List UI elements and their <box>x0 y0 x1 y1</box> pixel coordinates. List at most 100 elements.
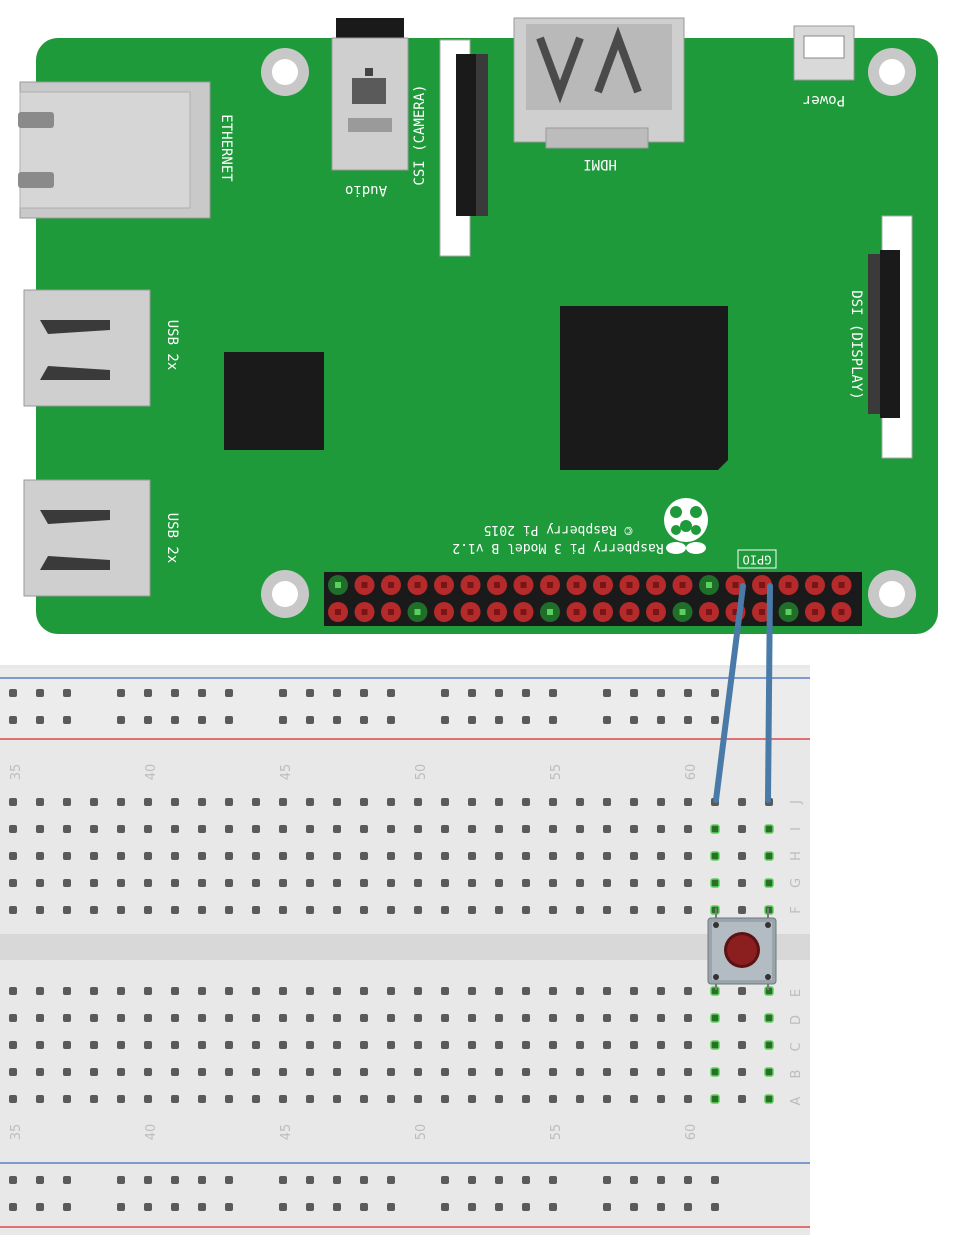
col-num: 40 <box>144 764 159 781</box>
breadboard-hole <box>684 798 692 806</box>
breadboard-hole <box>63 716 71 724</box>
breadboard-hole <box>252 1014 260 1022</box>
push-button[interactable] <box>707 908 777 990</box>
breadboard-hole <box>657 798 665 806</box>
dsi-connector: DSI (DISPLAY) <box>848 215 913 459</box>
breadboard-hole <box>36 987 44 995</box>
breadboard-hole <box>279 1176 287 1184</box>
breadboard-hole <box>198 987 206 995</box>
breadboard-hole <box>360 825 368 833</box>
breadboard-hole <box>198 1014 206 1022</box>
breadboard-hole <box>198 825 206 833</box>
breadboard-hole <box>495 716 503 724</box>
breadboard-hole <box>684 1176 692 1184</box>
breadboard-hole <box>630 1041 638 1049</box>
breadboard-hole <box>603 825 611 833</box>
breadboard-hole <box>144 1041 152 1049</box>
breadboard-hole <box>710 1094 720 1104</box>
breadboard-hole <box>387 987 395 995</box>
breadboard-hole <box>171 825 179 833</box>
col-num: 40 <box>144 1124 159 1141</box>
breadboard-hole <box>225 1095 233 1103</box>
breadboard-hole <box>549 1203 557 1211</box>
breadboard-hole <box>9 1203 17 1211</box>
column-numbers-top: 35 40 45 50 55 60 <box>9 764 699 781</box>
breadboard-hole <box>549 1176 557 1184</box>
breadboard-hole <box>9 879 17 887</box>
col-num: 35 <box>9 1124 24 1141</box>
breadboard-hole <box>522 1176 530 1184</box>
button-cap[interactable] <box>727 935 757 965</box>
wire-gpio <box>713 583 746 803</box>
breadboard-hole <box>225 1014 233 1022</box>
breadboard-hole <box>36 798 44 806</box>
breadboard-hole <box>360 1095 368 1103</box>
breadboard-hole <box>279 987 287 995</box>
breadboard-hole <box>144 1014 152 1022</box>
col-num: 35 <box>9 764 24 781</box>
breadboard-hole <box>90 906 98 914</box>
breadboard-hole <box>63 1068 71 1076</box>
breadboard-hole <box>576 1095 584 1103</box>
breadboard-hole <box>360 689 368 697</box>
breadboard-hole <box>603 798 611 806</box>
breadboard-hole <box>468 1203 476 1211</box>
breadboard-hole <box>468 1014 476 1022</box>
hdmi-label: HDMI <box>583 156 617 172</box>
breadboard-hole <box>710 851 720 861</box>
breadboard-hole <box>657 879 665 887</box>
breadboard-hole <box>468 716 476 724</box>
breadboard-hole <box>576 825 584 833</box>
breadboard-hole <box>63 987 71 995</box>
usb-label: USB 2x <box>164 320 180 371</box>
breadboard-hole <box>657 825 665 833</box>
breadboard-hole <box>495 879 503 887</box>
breadboard-hole <box>522 798 530 806</box>
breadboard-hole <box>441 879 449 887</box>
breadboard-hole <box>252 852 260 860</box>
breadboard-hole <box>522 1095 530 1103</box>
breadboard-hole <box>630 852 638 860</box>
breadboard-hole <box>657 1203 665 1211</box>
breadboard-hole <box>414 825 422 833</box>
breadboard-hole <box>225 1068 233 1076</box>
breadboard-hole <box>710 1067 720 1077</box>
breadboard-hole <box>468 906 476 914</box>
breadboard-hole <box>360 1041 368 1049</box>
breadboard-hole <box>549 825 557 833</box>
breadboard-hole <box>36 879 44 887</box>
breadboard-hole <box>414 1014 422 1022</box>
breadboard-hole <box>468 1095 476 1103</box>
gpio-pin-core <box>679 609 686 615</box>
gpio-pin-core <box>838 609 845 615</box>
breadboard-hole <box>387 689 395 697</box>
breadboard-hole <box>333 1014 341 1022</box>
breadboard-hole <box>630 1014 638 1022</box>
breadboard-hole <box>306 1014 314 1022</box>
row-letter: B <box>789 1070 804 1079</box>
breadboard-hole <box>387 1014 395 1022</box>
breadboard-hole <box>360 879 368 887</box>
breadboard-hole <box>36 852 44 860</box>
breadboard-hole <box>9 716 17 724</box>
gpio-pin-core <box>467 582 474 588</box>
gpio-pin-core <box>679 582 686 588</box>
breadboard-hole <box>90 1041 98 1049</box>
breadboard-hole <box>710 878 720 888</box>
breadboard-hole <box>387 798 395 806</box>
breadboard-hole <box>684 879 692 887</box>
breadboard-hole <box>414 1041 422 1049</box>
audio-label: Audio <box>345 182 387 198</box>
breadboard-hole <box>171 906 179 914</box>
breadboard-hole <box>144 987 152 995</box>
breadboard-hole <box>684 825 692 833</box>
breadboard-hole <box>414 798 422 806</box>
dsi-label: DSI (DISPLAY) <box>848 290 864 400</box>
breadboard-hole <box>306 1095 314 1103</box>
raspberry-logo-icon <box>664 498 708 554</box>
col-num: 60 <box>684 764 699 781</box>
gpio-label: GPIO <box>743 553 772 567</box>
model-text: Raspberry Pi 3 Model B v1.2 <box>452 540 663 555</box>
breadboard-hole <box>441 1095 449 1103</box>
